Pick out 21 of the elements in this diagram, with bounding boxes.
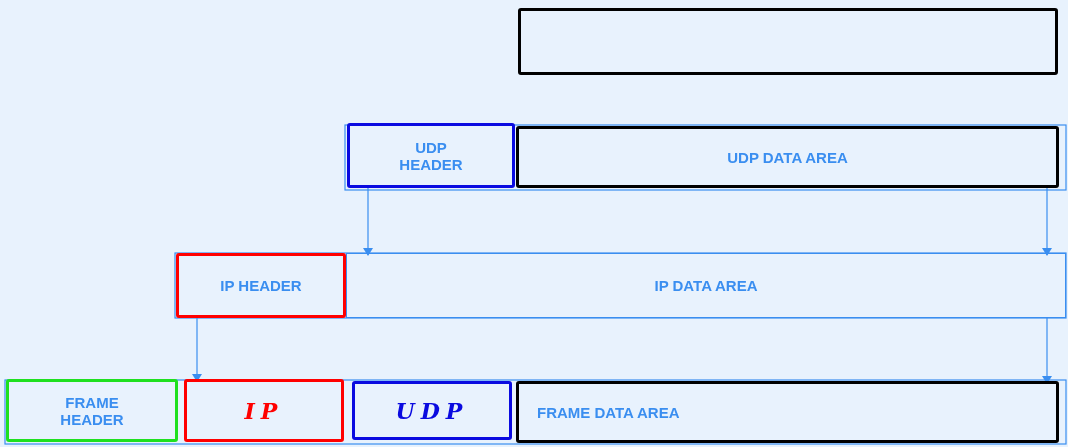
field-label: UDP HEADER: [398, 138, 464, 173]
field-label: IP DATA AREA: [654, 277, 758, 294]
handwritten-label: IP: [244, 397, 284, 424]
header-box: [6, 379, 178, 442]
header-box: [347, 123, 515, 188]
handwritten-box: [352, 381, 512, 440]
data-area-box: [346, 253, 1066, 318]
field-label: FRAME HEADER: [59, 393, 125, 428]
arrow: [363, 187, 373, 256]
header-box: [176, 253, 346, 318]
arrow: [1042, 187, 1052, 256]
field-label: UDP DATA AREA: [727, 148, 848, 166]
hand-drawn-box: [518, 8, 1058, 75]
data-area-box: [516, 381, 1059, 443]
handwritten-box: [184, 379, 344, 442]
field-label: IP HEADER: [220, 277, 302, 294]
handwritten-label: UDP: [395, 397, 469, 424]
field-label: FRAME DATA AREA: [537, 403, 680, 421]
arrow: [192, 317, 202, 382]
arrow: [1042, 317, 1052, 384]
data-area-box: [516, 126, 1059, 188]
